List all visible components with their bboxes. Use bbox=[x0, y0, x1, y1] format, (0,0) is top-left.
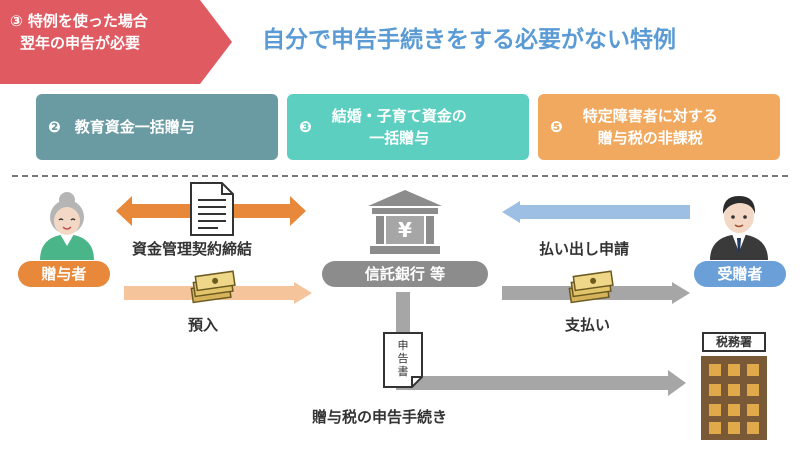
money-bundle-icon bbox=[190, 270, 236, 304]
tax-office-sign: 税務署 bbox=[702, 332, 766, 352]
exception-label-line2: 一括贈与 bbox=[369, 129, 430, 147]
exception-box-disabled: ❺ 特定障害者に対する 贈与税の非課税 bbox=[538, 94, 780, 160]
divider bbox=[12, 175, 788, 177]
header-tag-shape bbox=[0, 0, 232, 84]
receiver-label: 受贈者 bbox=[694, 261, 786, 287]
tax-filing-arrow bbox=[396, 292, 686, 396]
exception-box-marriage: ❸ 結婚・子育て資金の 一括贈与 bbox=[287, 94, 529, 160]
exception-label: 教育資金一括贈与 bbox=[74, 118, 195, 136]
contract-label: 資金管理契約締結 bbox=[132, 240, 253, 258]
exception-number: ❷ bbox=[48, 118, 61, 136]
withdrawal-request-arrow bbox=[502, 201, 690, 223]
withdrawal-request-label: 払い出し申請 bbox=[539, 240, 630, 258]
tax-form-char-3: 書 bbox=[398, 364, 409, 378]
bank-yen-symbol: ¥ bbox=[398, 218, 412, 242]
header-tag-line1: ③ 特例を使った場合 bbox=[10, 12, 148, 30]
exception-number: ❺ bbox=[550, 118, 563, 136]
header-tag-line2: 翌年の申告が必要 bbox=[20, 34, 141, 52]
giver-avatar-icon bbox=[40, 192, 94, 260]
payment-label: 支払い bbox=[565, 316, 611, 334]
exception-label-line1: 特定障害者に対する bbox=[582, 107, 718, 125]
exception-number: ❸ bbox=[299, 118, 312, 136]
tax-form-char-2: 告 bbox=[398, 352, 409, 365]
exception-label-line1: 結婚・子育て資金の bbox=[331, 107, 467, 125]
tax-office-label: 税務署 bbox=[715, 335, 752, 349]
header-tag: ③ 特例を使った場合 翌年の申告が必要 bbox=[10, 10, 210, 54]
bank-label: 信託銀行 等 bbox=[322, 261, 488, 287]
bank-icon: ¥ bbox=[368, 190, 442, 254]
page-title: 自分で申告手続きをする必要がない特例 bbox=[262, 27, 676, 53]
contract-document-icon bbox=[190, 182, 234, 236]
tax-office-building-icon bbox=[701, 356, 767, 440]
tax-form-char-1: 申 bbox=[398, 339, 409, 352]
exception-box-education: ❷ 教育資金一括贈与 bbox=[36, 94, 278, 160]
receiver-avatar-icon bbox=[710, 196, 768, 260]
payment-money-icon bbox=[568, 270, 614, 304]
exception-label-line2: 贈与税の非課税 bbox=[597, 129, 703, 147]
deposit-label: 預入 bbox=[188, 316, 219, 334]
tax-form-icon: 申 告 書 bbox=[383, 332, 423, 388]
tax-filing-label: 贈与税の申告手続き bbox=[312, 408, 448, 426]
giver-label: 贈与者 bbox=[18, 261, 110, 287]
